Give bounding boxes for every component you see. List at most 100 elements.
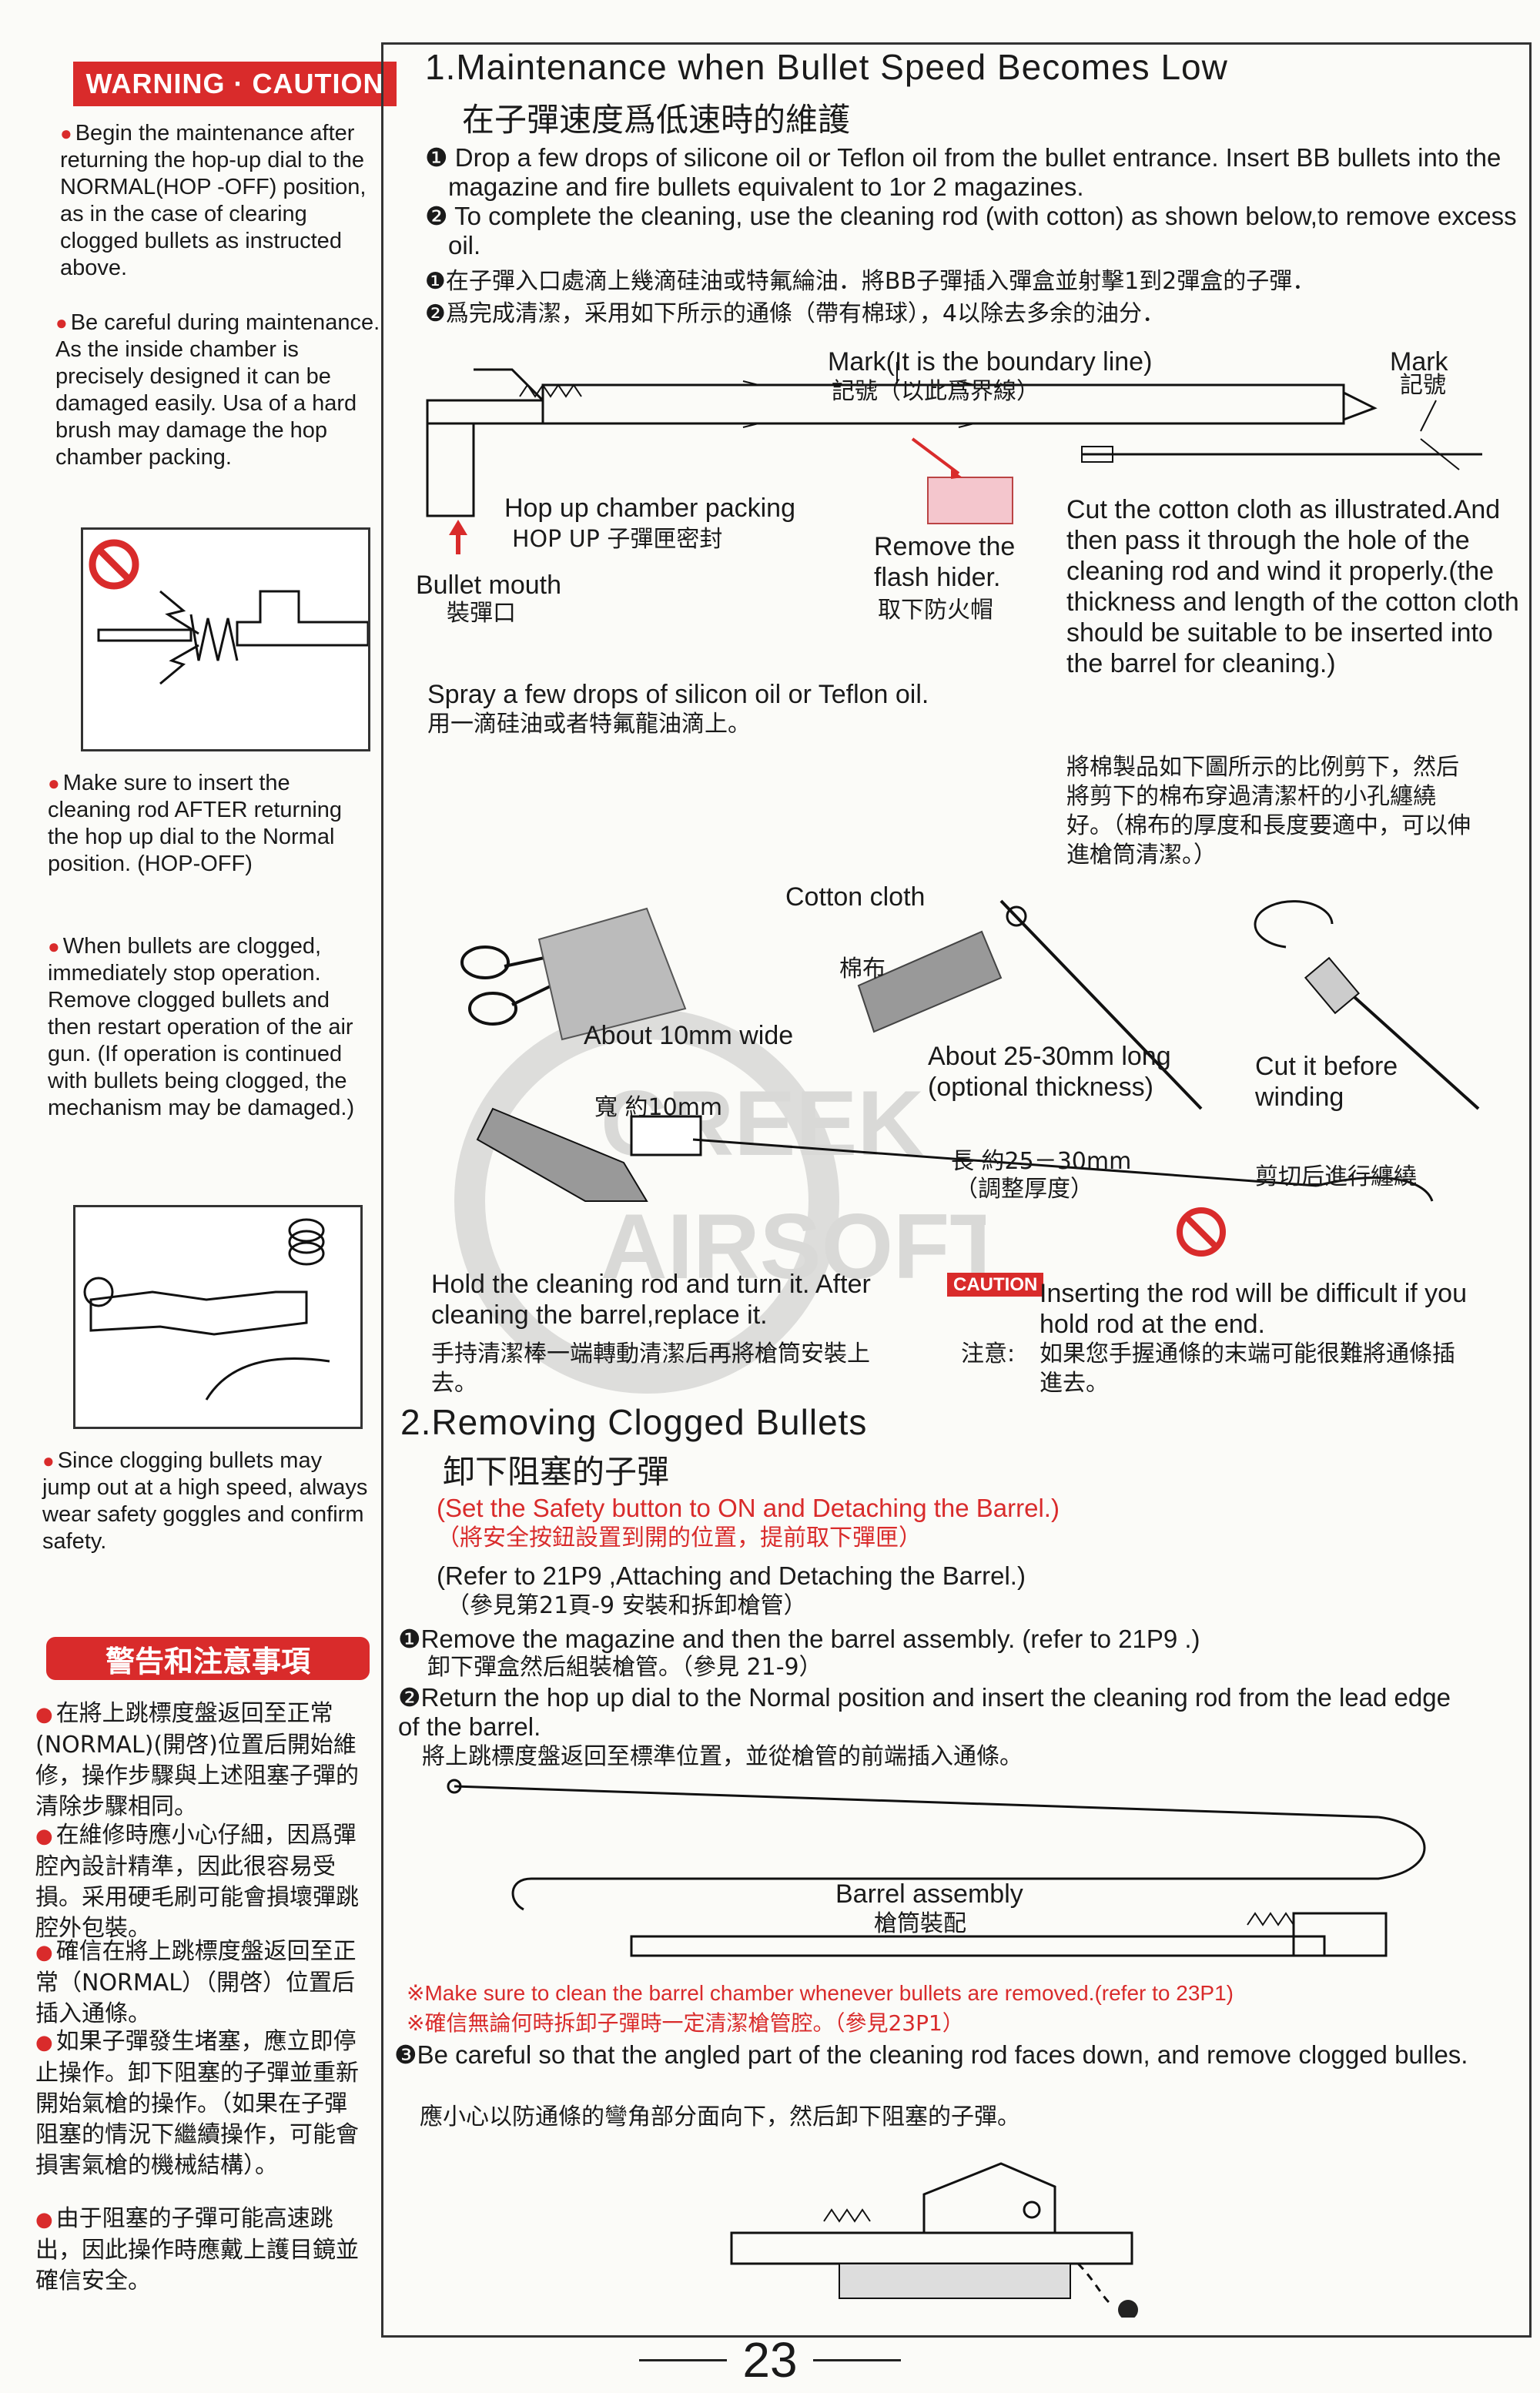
bullet-mouth-label: Bullet mouth	[416, 571, 561, 600]
step-3-icon: ❸	[394, 2040, 417, 2069]
step-1-icon: ❶	[425, 143, 455, 172]
warning-cn-header: 警告和注意事項	[46, 1637, 370, 1680]
warning-item-4: ●When bullets are clogged, immediately s…	[48, 933, 379, 1122]
warning-item-1: ●Begin the maintenance after returning t…	[60, 120, 391, 282]
barrel-assembly-diagram	[447, 1779, 1426, 1957]
length-label: About 25-30mm long (optional thickness)	[928, 1042, 1171, 1102]
clog-spring-figure	[73, 1205, 363, 1429]
cotton-cloth-diagram	[460, 899, 1480, 1257]
section1-step1-cn: ❶在子彈入口處滴上幾滴硅油或特氟綸油．將BB子彈插入彈盒並射擊1到2彈盒的子彈．	[425, 266, 1518, 297]
warning-cn-text: 由于阻塞的子彈可能高速跳出，因此操作時應戴上護目鏡並確信安全。	[35, 2205, 359, 2294]
warning-cn-item-5: ●由于阻塞的子彈可能高速跳出，因此操作時應戴上護目鏡並確信安全。	[35, 2204, 359, 2297]
prohibited-icon	[89, 539, 139, 590]
warning-cn-item-1: ●在將上跳標度盤返回至正常(NORMAL)(開啓)位置后開始維修，操作步驟與上述…	[35, 1699, 359, 1822]
remove-flash-label: Remove the flash hider.	[874, 532, 1016, 592]
page-number-rule	[812, 2358, 901, 2361]
warning-item-text: When bullets are clogged, immediately st…	[48, 934, 355, 1120]
cut-before-label-cn: 剪切后進行纏繞	[1255, 1163, 1417, 1190]
up-arrow-icon	[449, 520, 467, 535]
warning-item-text: Since clogging bullets may jump out at a…	[42, 1448, 368, 1554]
warning-item-2: ●Be careful during maintenance. As the i…	[55, 310, 387, 471]
warning-cn-text: 在維修時應小心仔細，因爲彈腔內設計精準，因此很容易受損。采用硬毛刷可能會損壞彈跳…	[35, 1822, 359, 1942]
step-text: Drop a few drops of silicone oil or Tefl…	[448, 143, 1502, 201]
section2-step3: ❸Be careful so that the angled part of t…	[394, 2040, 1488, 2070]
spray-oil-label: Spray a few drops of silicon oil or Tefl…	[427, 680, 929, 709]
section1-step2: ❷ To complete the cleaning, use the clea…	[425, 202, 1540, 260]
bullet-icon: ●	[55, 311, 68, 334]
warning-item-text: Make sure to insert the cleaning rod AFT…	[48, 771, 343, 876]
warning-cn-item-3: ●確信在將上跳標度盤返回至正常（NORMAL）（開啓）位置后插入通條。	[35, 1936, 359, 2030]
section1-title: 1.Maintenance when Bullet Speed Becomes …	[425, 47, 1228, 87]
main-content-box	[381, 42, 1532, 2338]
bullet-icon: ●	[35, 2208, 53, 2231]
caution-text-cn: 如果您手握通條的末端可能很難將通條插進去。	[1040, 1340, 1455, 1397]
step-2-icon: ❷	[425, 202, 455, 230]
mark-label: Mark	[1390, 347, 1448, 377]
step-2-icon: ❷	[398, 1683, 421, 1712]
bb-bullet-icon	[1118, 2300, 1138, 2318]
bullet-icon: ●	[60, 122, 72, 145]
step-text: Remove the magazine and then the barrel …	[420, 1625, 1200, 1653]
warning-item-5: ●Since clogging bullets may jump out at …	[42, 1448, 373, 1555]
step-2-icon: ❷	[425, 300, 446, 327]
section2-note-red-cn: （將安全按鈕設置到開的位置，提前取下彈匣）	[437, 1524, 922, 1551]
warning-cn-text: 如果子彈發生堵塞，應立即停止操作。卸下阻塞的子彈並重新開始氣槍的操作。（如果在子…	[35, 2028, 359, 2179]
make-sure-note: ※Make sure to clean the barrel chamber w…	[407, 1981, 1234, 2005]
cotton-cloth-label: Cotton cloth	[785, 882, 926, 912]
section2-step1-cn: 卸下彈盒然后組裝槍管。（參見 21-9）	[427, 1654, 822, 1681]
section2-step1: ❶Remove the magazine and then the barrel…	[398, 1625, 1507, 1654]
cotton-strip	[857, 930, 1003, 1033]
step-text: To complete the cleaning, use the cleani…	[448, 202, 1517, 259]
caution-cn-label: 注意:	[961, 1340, 1016, 1367]
section2-refer: (Refer to 21P9 ,Attaching and Detaching …	[437, 1561, 1026, 1590]
section1-step1: ❶ Drop a few drops of silicone oil or Te…	[425, 143, 1540, 202]
caution-text: Inserting the rod will be difficult if y…	[1040, 1279, 1467, 1339]
width-label-cn: 寬 約10mm	[594, 1094, 723, 1121]
mark-label-cn: 記號	[1400, 372, 1446, 399]
hopup-chamber-diagram	[730, 2162, 1138, 2318]
cut-cloth-instructions-cn: 將棉製品如下圖所示的比例剪下，然后將剪下的棉布穿過清潔杆的小孔纏繞好。（棉布的厚…	[1066, 754, 1471, 869]
barrel-assembly-label: Barrel assembly	[835, 1879, 1023, 1909]
warning-cn-item-2: ●在維修時應小心仔細，因爲彈腔內設計精準，因此很容易受損。采用硬毛刷可能會損壞彈…	[35, 1820, 359, 1944]
warning-caution-header: WARNING · CAUTION	[73, 62, 397, 106]
section2-note-red: (Set the Safety button to ON and Detachi…	[437, 1494, 1060, 1522]
barrel-assembly-label-cn: 槍筒裝配	[874, 1910, 966, 1937]
section1-step2-cn: ❷爲完成清潔，采用如下所示的通條（帶有棉球），4以除去多余的油分．	[425, 299, 1518, 330]
spray-oil-label-cn: 用一滴硅油或者特氟龍油滴上。	[427, 711, 751, 738]
length-label-cn: 長 約25－30mm	[951, 1148, 1132, 1175]
bullet-icon: ●	[48, 771, 60, 795]
warning-item-3: ●Make sure to insert the cleaning rod AF…	[48, 770, 379, 878]
mark-boundary-label: Mark(It is the boundary line)	[828, 347, 1153, 377]
bullet-icon: ●	[35, 2031, 53, 2054]
section2-step3-cn: 應小心以防通條的彎角部分面向下，然后卸下阻塞的子彈。	[420, 2103, 1020, 2130]
flash-hider-shape	[927, 477, 1013, 524]
warning-item-text: Be careful during maintenance. As the in…	[55, 310, 380, 470]
section2-title: 2.Removing Clogged Bullets	[400, 1402, 868, 1442]
page-number-text: 23	[742, 2332, 798, 2388]
barrel-diagram	[426, 362, 1482, 554]
caution-badge-text: CAUTION	[947, 1273, 1044, 1297]
step-1-icon: ❶	[398, 1625, 421, 1653]
cotton-cloth-label-cn: 棉布	[839, 956, 886, 982]
section2-step2: ❷Return the hop up dial to the Normal po…	[398, 1683, 1476, 1742]
make-sure-note-cn: ※確信無論何時拆卸子彈時一定清潔槍管腔。（參見23P1）	[407, 2010, 964, 2036]
svg-text:AIRSOFT: AIRSOFT	[601, 1195, 986, 1298]
step-1-icon: ❶	[425, 268, 446, 295]
section2-step2-cn: 將上跳標度盤返回至標準位置，並從槍管的前端插入通條。	[422, 1743, 1023, 1770]
step-text: Return the hop up dial to the Normal pos…	[398, 1683, 1451, 1741]
hopup-packing-label: Hop up chamber packing	[504, 494, 796, 523]
step-text-cn: 在子彈入口處滴上幾滴硅油或特氟綸油．將BB子彈插入彈盒並射擊1到2彈盒的子彈．	[445, 268, 1316, 295]
page-number-rule	[639, 2358, 728, 2361]
cut-cloth-instructions: Cut the cotton cloth as illustrated.And …	[1066, 495, 1519, 678]
cloth-sheet	[537, 907, 687, 1041]
bullet-icon: ●	[42, 1449, 55, 1472]
hold-rod-label: Hold the cleaning rod and turn it. After…	[431, 1270, 871, 1330]
warning-cn-item-4: ●如果子彈發生堵塞，應立即停止操作。卸下阻塞的子彈並重新開始氣槍的操作。（如果在…	[35, 2027, 359, 2181]
step-text-cn: 爲完成清潔，采用如下所示的通條（帶有棉球），4以除去多余的油分．	[445, 300, 1165, 327]
mark-boundary-label-cn: 記號（以此爲界線）	[832, 378, 1040, 405]
remove-flash-label-cn: 取下防火帽	[878, 597, 993, 624]
caution-badge: CAUTION	[947, 1273, 1044, 1297]
hold-rod-label-cn: 手持清潔棒一端轉動清潔后再將槍筒安裝上去。	[431, 1340, 870, 1397]
page-number: 23	[639, 2332, 901, 2388]
section2-title-cn: 卸下阻塞的子彈	[443, 1453, 670, 1491]
